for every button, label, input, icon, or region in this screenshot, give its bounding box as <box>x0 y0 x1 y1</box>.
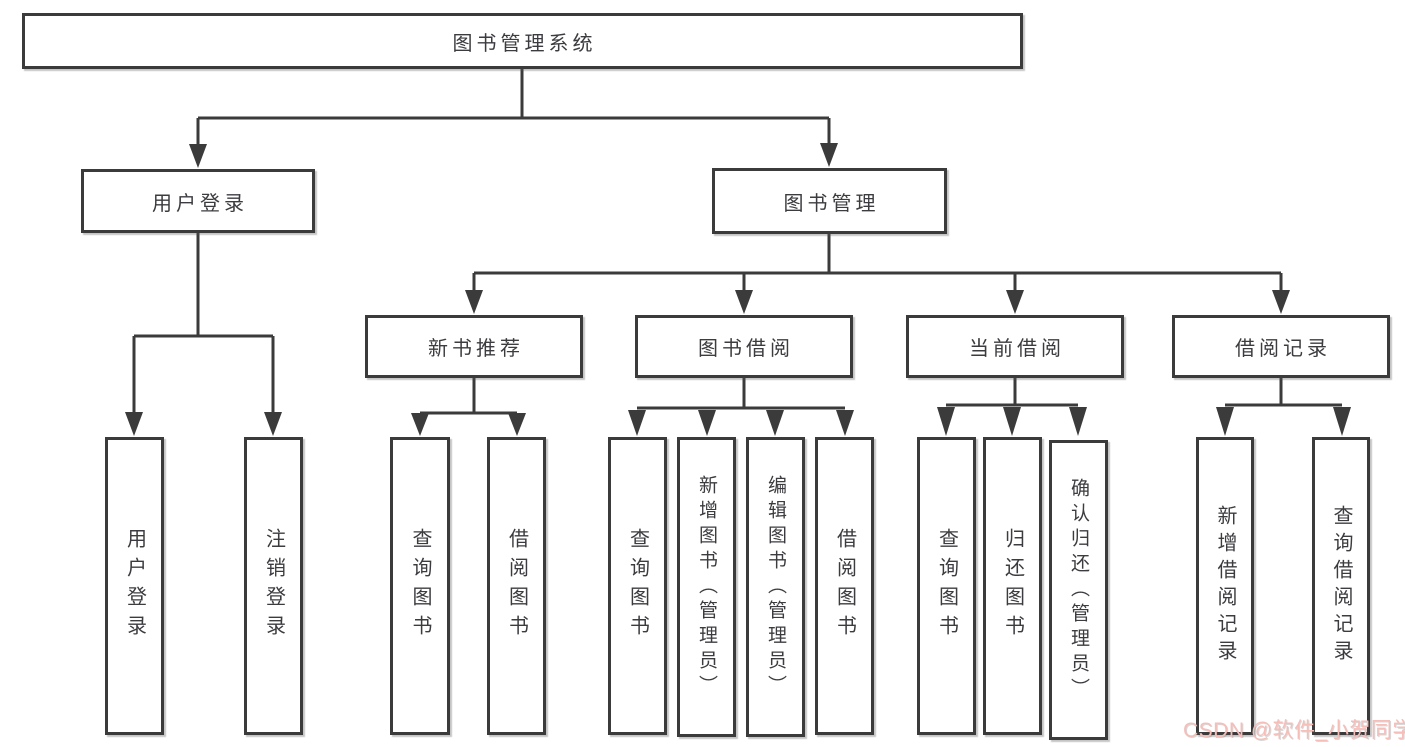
arrow-br-add <box>1216 407 1234 436</box>
node-leaf-bb-query-book-label: 查询图书 <box>626 528 649 644</box>
node-leaf-cb-return-book-label: 归还图书 <box>1001 528 1024 644</box>
arrow-new-book-rec <box>465 290 483 314</box>
arrow-ul-logout <box>264 412 282 436</box>
arrow-cb-query <box>937 407 955 436</box>
node-leaf-nbr-borrow-book: 借阅图书 <box>487 437 546 735</box>
node-book-borrowing: 图书借阅 <box>635 315 853 378</box>
csdn-watermark: CSDN @软件_小贺同学 <box>1183 719 1405 742</box>
node-leaf-nbr-borrow-book-label: 借阅图书 <box>505 528 528 644</box>
node-root-system: 图书管理系统 <box>22 13 1023 69</box>
node-book-borrowing-label: 图书借阅 <box>698 338 794 360</box>
arrow-cb-confirm <box>1069 407 1087 436</box>
arrow-nbr-query <box>411 413 429 436</box>
node-leaf-bb-add-book-label: 新增图书（管理员） <box>696 474 717 700</box>
node-leaf-cb-query-book: 查询图书 <box>917 437 976 735</box>
node-new-book-recommend: 新书推荐 <box>365 315 583 378</box>
node-root-system-label: 图书管理系统 <box>452 32 597 55</box>
node-leaf-bb-query-book: 查询图书 <box>608 437 667 735</box>
arrow-bb-query <box>628 410 646 436</box>
arrow-cb-return <box>1003 407 1021 436</box>
connector-strokes <box>132 66 1342 415</box>
node-current-borrowing-label: 当前借阅 <box>969 338 1065 360</box>
node-leaf-bb-add-book: 新增图书（管理员） <box>677 437 736 737</box>
node-leaf-user-login: 用户登录 <box>105 437 164 735</box>
arrowheads <box>125 143 1351 436</box>
arrow-br-query <box>1333 407 1351 436</box>
node-borrow-records-label: 借阅记录 <box>1235 338 1331 360</box>
arrow-book-mgmt <box>820 143 838 167</box>
arrow-bb-add <box>698 410 716 436</box>
node-leaf-br-add-record: 新增借阅记录 <box>1196 437 1254 735</box>
node-leaf-nbr-query-book-label: 查询图书 <box>409 528 431 644</box>
arrow-user-login <box>189 144 207 168</box>
node-leaf-bb-borrow-book: 借阅图书 <box>815 437 874 735</box>
node-leaf-br-add-record-label: 新增借阅记录 <box>1214 505 1236 667</box>
node-book-management-label: 图书管理 <box>783 192 880 215</box>
arrow-current-borrow <box>1006 290 1024 314</box>
node-current-borrowing: 当前借阅 <box>906 315 1124 378</box>
node-book-management: 图书管理 <box>712 168 947 234</box>
node-leaf-br-query-record-label: 查询借阅记录 <box>1330 505 1352 667</box>
node-leaf-bb-edit-book-label: 编辑图书（管理员） <box>765 474 786 700</box>
node-leaf-bb-edit-book: 编辑图书（管理员） <box>746 437 805 737</box>
node-leaf-cb-confirm-return: 确认归还（管理员） <box>1049 440 1108 740</box>
node-leaf-logout-label: 注销登录 <box>262 528 285 644</box>
node-leaf-logout: 注销登录 <box>244 437 303 735</box>
node-leaf-cb-confirm-return-label: 确认归还（管理员） <box>1068 477 1089 703</box>
node-borrow-records: 借阅记录 <box>1172 315 1390 378</box>
node-leaf-user-login-label: 用户登录 <box>123 528 146 644</box>
node-leaf-cb-query-book-label: 查询图书 <box>935 528 958 644</box>
arrow-bb-edit <box>766 410 784 436</box>
arrow-book-borrow <box>735 290 753 314</box>
node-user-login: 用户登录 <box>81 169 315 233</box>
node-leaf-cb-return-book: 归还图书 <box>983 437 1042 735</box>
arrow-bb-borrow <box>836 410 854 436</box>
node-leaf-br-query-record: 查询借阅记录 <box>1312 437 1370 735</box>
arrow-ul-user-login <box>125 412 143 436</box>
arrow-nbr-borrow <box>508 413 526 436</box>
node-leaf-bb-borrow-book-label: 借阅图书 <box>833 528 856 644</box>
node-new-book-recommend-label: 新书推荐 <box>428 338 524 360</box>
arrow-borrow-records <box>1272 290 1290 314</box>
node-user-login-label: 用户登录 <box>152 192 248 215</box>
node-leaf-nbr-query-book: 查询图书 <box>390 437 450 735</box>
